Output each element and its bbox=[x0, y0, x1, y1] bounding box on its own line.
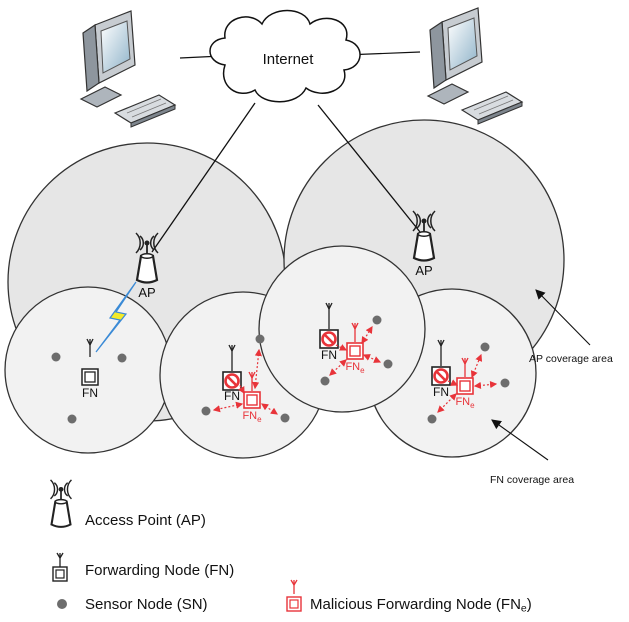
fn-e-label: FNe bbox=[455, 396, 475, 410]
fn-coverage-pointer bbox=[491, 419, 549, 461]
computer-right-icon bbox=[427, 7, 523, 125]
sensor-node bbox=[383, 359, 393, 369]
legend-malicious-node-sub: e bbox=[520, 602, 527, 615]
legend-forwarding-node-icon bbox=[52, 552, 68, 582]
ap-coverage-pointer bbox=[535, 289, 591, 346]
sensor-node bbox=[117, 353, 127, 363]
fn-label: FN bbox=[82, 386, 98, 400]
legend-sensor-node-icon bbox=[57, 599, 67, 609]
sensor-node bbox=[372, 315, 382, 325]
legend-access-point: Access Point (AP) bbox=[85, 512, 206, 529]
fn-label: FN bbox=[224, 389, 240, 403]
fn-label: FN bbox=[321, 348, 337, 362]
legend-malicious-node: Malicious Forwarding Node (FNe) bbox=[310, 596, 532, 618]
internet-cloud-icon bbox=[209, 9, 361, 103]
link-internet-ap-left bbox=[151, 102, 256, 253]
internet-label: Internet bbox=[263, 51, 315, 68]
legend-forwarding-node: Forwarding Node (FN) bbox=[85, 562, 235, 579]
fn-coverage-3 bbox=[258, 245, 426, 413]
fn-e-label: FNe bbox=[345, 361, 365, 375]
ap-left-label: AP bbox=[138, 285, 155, 300]
ap-right-label: AP bbox=[415, 263, 432, 278]
fn-coverage-label: FN coverage area bbox=[490, 474, 574, 486]
legend-sensor-node: Sensor Node (SN) bbox=[85, 596, 208, 613]
sensor-node bbox=[201, 406, 211, 416]
ap-coverage-label: AP coverage area bbox=[529, 353, 613, 365]
legend-access-point-icon bbox=[49, 478, 73, 528]
legend-malicious-node-base: Malicious Forwarding Node (FN bbox=[310, 596, 521, 613]
sensor-node bbox=[51, 352, 61, 362]
sensor-node bbox=[427, 414, 437, 424]
computer-left-icon bbox=[80, 10, 176, 128]
fn-e-label: FNe bbox=[242, 410, 262, 424]
sensor-node bbox=[320, 376, 330, 386]
fn-label: FN bbox=[433, 385, 449, 399]
legend-malicious-node-icon bbox=[286, 579, 302, 612]
sensor-node bbox=[255, 334, 265, 344]
sensor-node bbox=[67, 414, 77, 424]
link-internet-ap-right bbox=[317, 104, 421, 233]
sensor-node bbox=[500, 378, 510, 388]
sensor-node bbox=[480, 342, 490, 352]
wireless-link-icon bbox=[95, 281, 137, 353]
sensor-node bbox=[280, 413, 290, 423]
legend-malicious-node-close: ) bbox=[526, 596, 532, 613]
